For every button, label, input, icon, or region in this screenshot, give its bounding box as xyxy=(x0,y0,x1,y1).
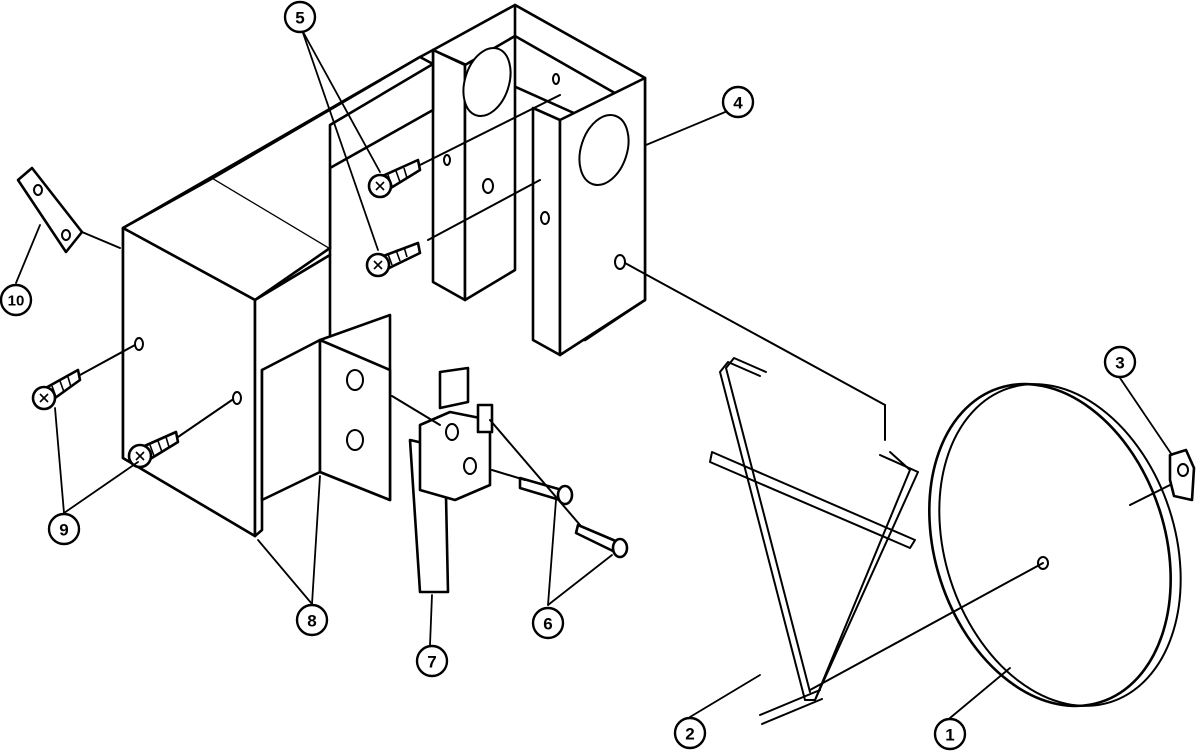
callout-3-label: 3 xyxy=(1115,354,1124,373)
latch-plate xyxy=(408,366,494,594)
callout-3: 3 xyxy=(1103,345,1137,379)
callout-1: 1 xyxy=(933,717,967,751)
callout-1-label: 1 xyxy=(945,726,954,745)
alignment-lines xyxy=(79,94,1044,691)
screw-lower-6 xyxy=(574,523,629,559)
angle-bracket xyxy=(260,313,392,502)
u-channel-bracket xyxy=(431,3,647,357)
callout-10: 10 xyxy=(0,283,33,317)
callout-7-label: 7 xyxy=(427,653,436,672)
leader-lines xyxy=(15,29,1173,719)
round-disc xyxy=(928,382,1182,708)
callout-7: 7 xyxy=(415,644,449,678)
screw-upper-6 xyxy=(518,476,574,506)
small-plate xyxy=(16,166,121,254)
wood-screw-lower-9 xyxy=(127,430,180,469)
wood-screw-lower-5 xyxy=(365,241,422,278)
callout-6-label: 6 xyxy=(543,615,552,634)
callout-5-label: 5 xyxy=(295,9,304,28)
callout-2: 2 xyxy=(673,716,707,750)
mounting-clip xyxy=(1129,448,1196,506)
callout-2-label: 2 xyxy=(685,725,694,744)
callout-9: 9 xyxy=(47,512,81,546)
wood-screw-upper-5 xyxy=(367,158,422,199)
wire-hanger xyxy=(709,357,919,725)
callout-10-label: 10 xyxy=(8,293,25,310)
callout-8-label: 8 xyxy=(307,612,316,631)
callout-6: 6 xyxy=(531,606,565,640)
callout-4-label: 4 xyxy=(733,94,743,113)
callout-8: 8 xyxy=(295,603,329,637)
wood-screw-upper-9 xyxy=(31,368,82,411)
callout-4: 4 xyxy=(721,85,755,119)
box-housing xyxy=(121,48,435,538)
callout-5: 5 xyxy=(283,0,317,34)
callout-9-label: 9 xyxy=(59,521,68,540)
